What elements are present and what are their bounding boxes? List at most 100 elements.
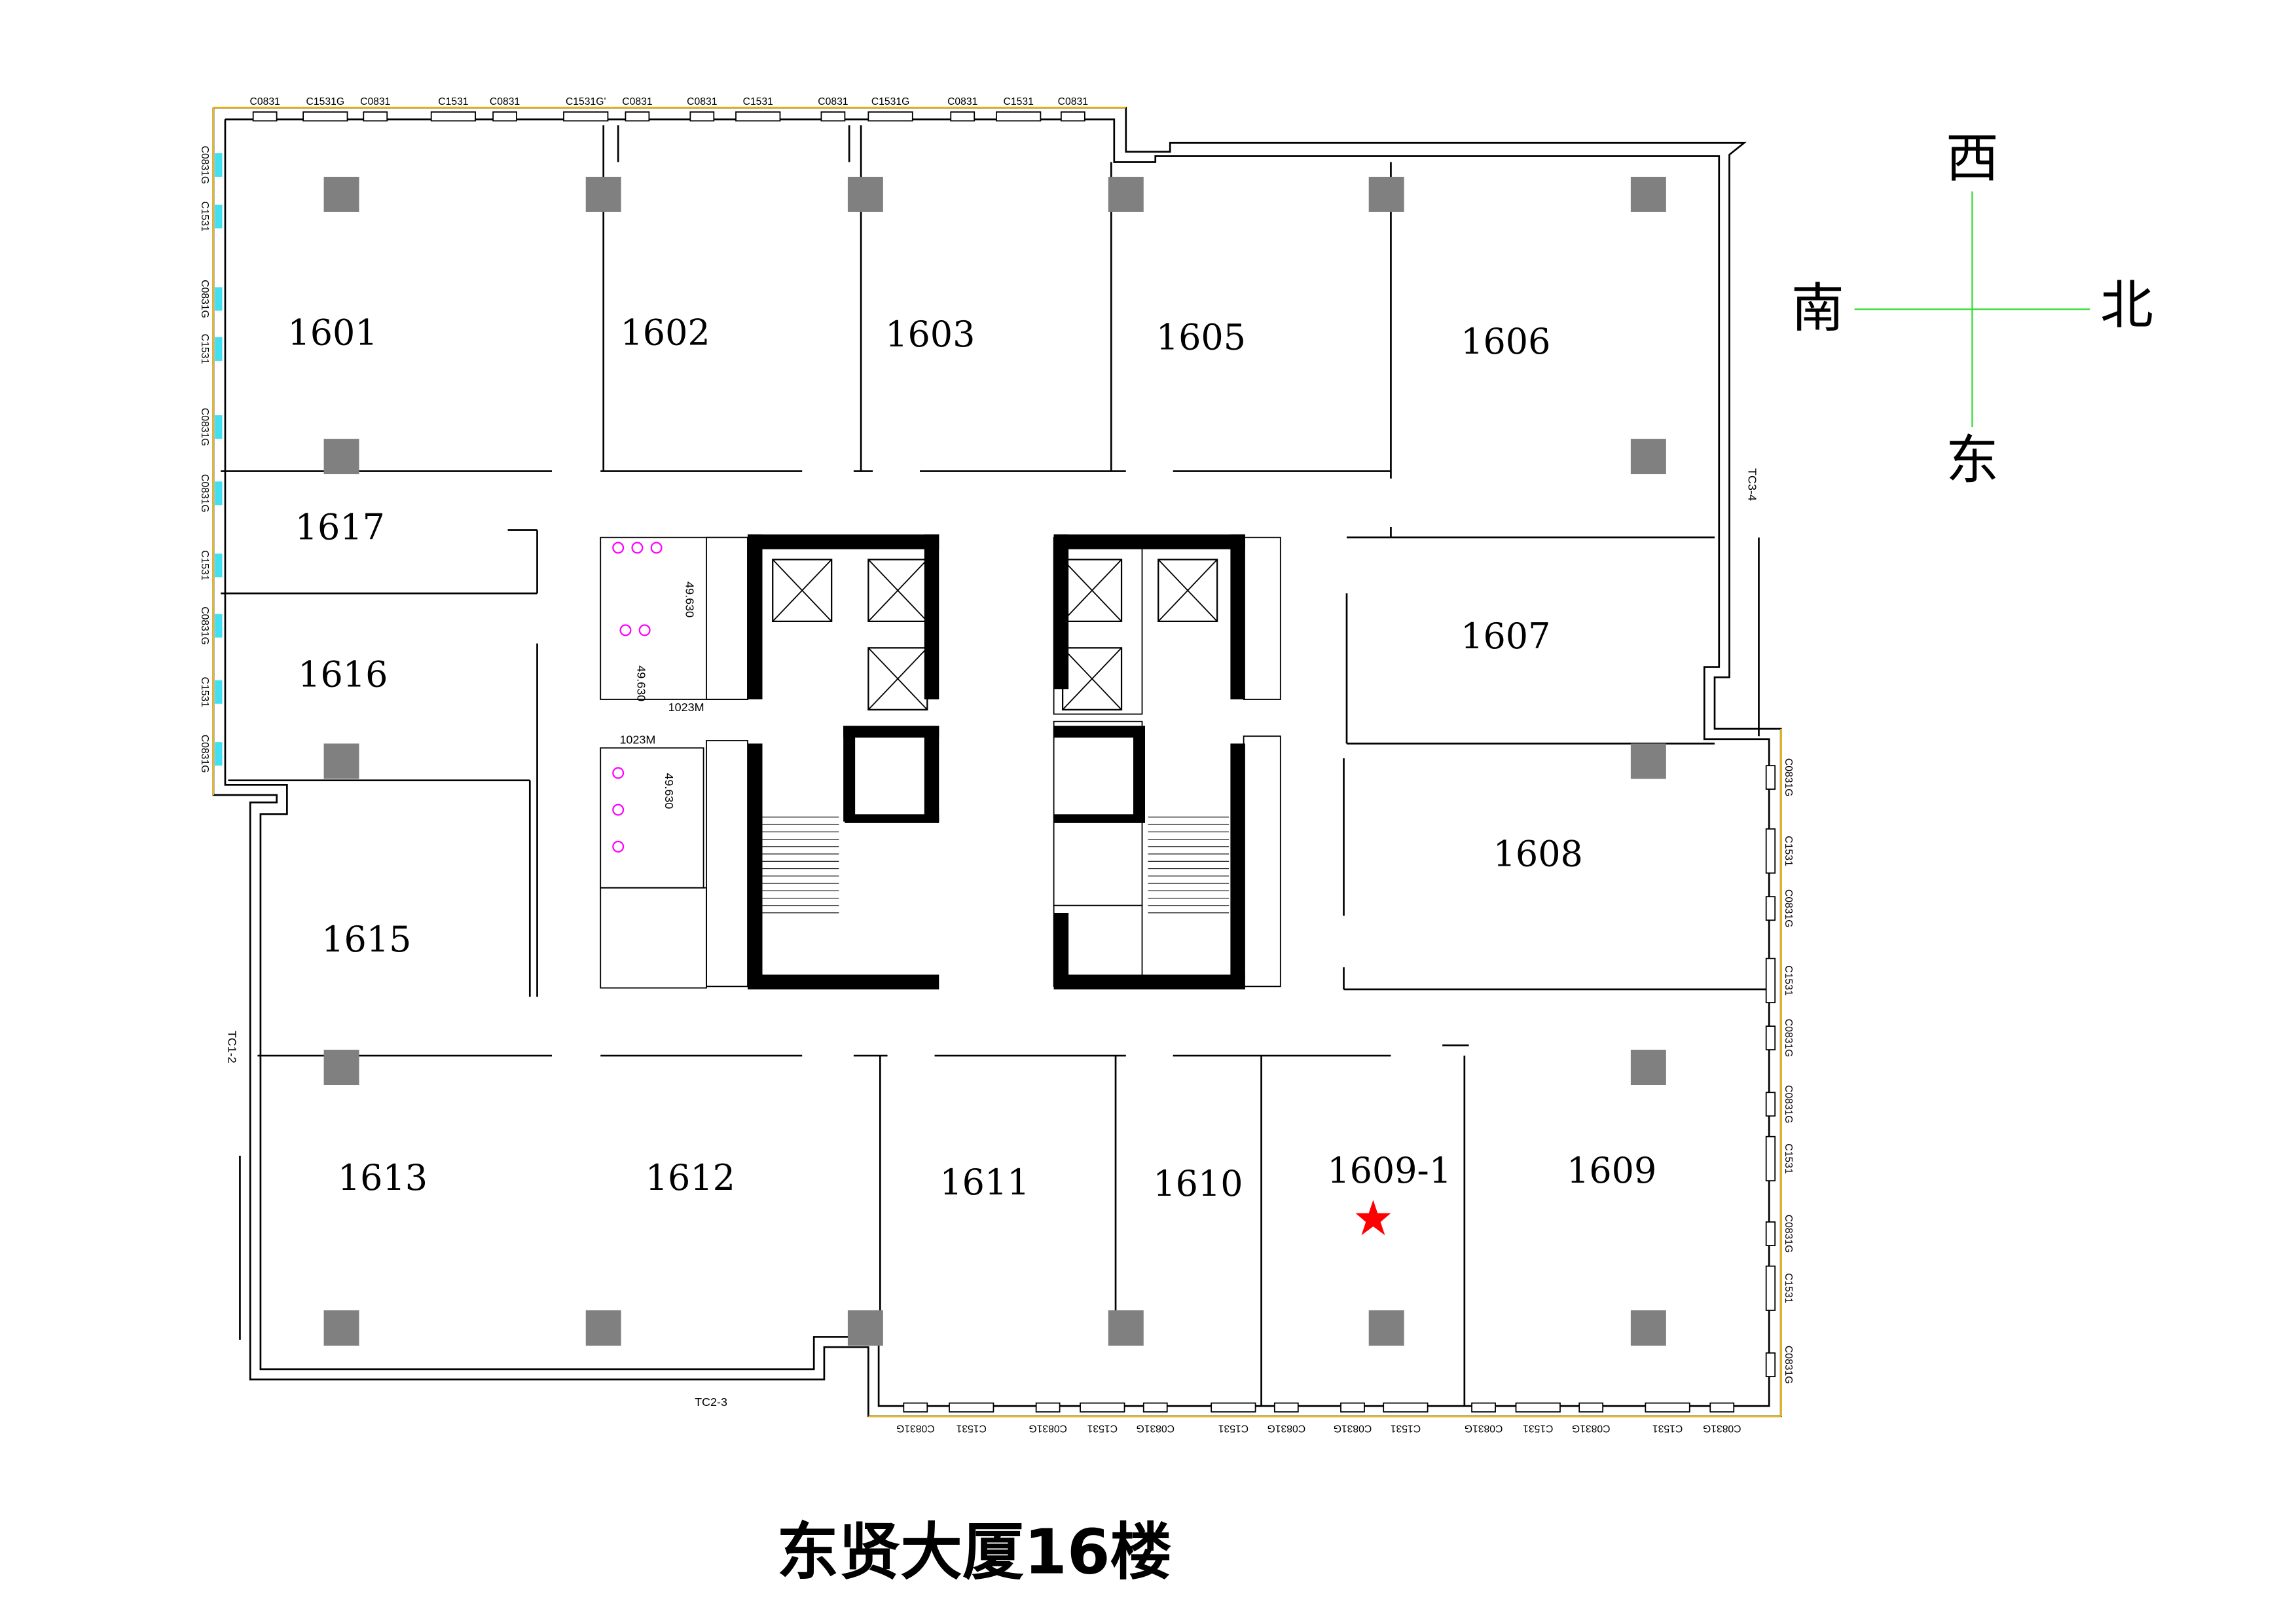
pillar bbox=[323, 1310, 359, 1346]
window-label: C0831 bbox=[687, 96, 717, 107]
window-label: C1531 bbox=[743, 96, 773, 107]
window-label: C1531G bbox=[871, 96, 910, 107]
window bbox=[1340, 1402, 1365, 1412]
room-label-1607: 1607 bbox=[1461, 616, 1550, 657]
core-wall bbox=[1053, 974, 1245, 989]
pillar bbox=[323, 743, 359, 779]
window bbox=[563, 111, 609, 122]
walls bbox=[212, 106, 1782, 1418]
window bbox=[1765, 1265, 1776, 1311]
window-label: C1531 bbox=[1004, 96, 1034, 107]
pillars bbox=[323, 176, 1666, 1346]
window bbox=[1765, 1025, 1776, 1050]
core-wall bbox=[1230, 743, 1245, 980]
elevator-icon bbox=[772, 559, 833, 622]
core-wall bbox=[748, 743, 763, 980]
window bbox=[363, 111, 388, 122]
elevator-icon bbox=[867, 647, 928, 710]
pillar bbox=[585, 1310, 621, 1346]
window bbox=[1142, 1402, 1168, 1412]
window-label: C1531 bbox=[199, 550, 210, 580]
window-label: C1531 bbox=[199, 677, 210, 707]
window-label: C0831 bbox=[249, 96, 280, 107]
window bbox=[1765, 828, 1776, 874]
window bbox=[215, 742, 223, 766]
window bbox=[1765, 1352, 1776, 1378]
core-wall bbox=[1053, 726, 1146, 738]
room-label-1615: 1615 bbox=[321, 919, 411, 960]
staircase-icon bbox=[1148, 817, 1230, 913]
room-label-1603: 1603 bbox=[885, 314, 975, 355]
window bbox=[430, 111, 477, 122]
pillar bbox=[323, 439, 359, 475]
compass: 西 北 南 东 bbox=[1791, 128, 2153, 491]
window bbox=[215, 415, 223, 439]
pillar bbox=[1630, 439, 1666, 475]
exterior-wall bbox=[224, 118, 1770, 1407]
toilet-fixture-icon bbox=[638, 624, 651, 637]
window bbox=[215, 553, 223, 578]
window bbox=[252, 111, 278, 122]
pillar bbox=[1368, 176, 1404, 212]
window-label: C1531 bbox=[1783, 965, 1794, 995]
window bbox=[1709, 1402, 1735, 1412]
pillar bbox=[585, 176, 621, 212]
window bbox=[215, 680, 223, 704]
window-label: C0831 bbox=[818, 96, 848, 107]
window-label: C0831G bbox=[1783, 1215, 1794, 1253]
window-label: C0831G bbox=[199, 146, 210, 185]
window-label: C1531 bbox=[1783, 1273, 1794, 1303]
toilet-fixture-icon bbox=[612, 803, 625, 816]
window bbox=[1080, 1402, 1125, 1412]
window bbox=[1035, 1402, 1061, 1412]
pillar bbox=[1630, 743, 1666, 779]
core-room bbox=[600, 887, 707, 989]
staircase-icon bbox=[757, 817, 839, 913]
window bbox=[215, 204, 223, 229]
core-room bbox=[706, 536, 748, 700]
window-label: C1531 bbox=[1783, 1143, 1794, 1173]
window-label: C0831G bbox=[896, 1422, 935, 1433]
window bbox=[215, 337, 223, 361]
room-label-1612: 1612 bbox=[646, 1157, 735, 1198]
window-label: C0831 bbox=[490, 96, 520, 107]
room-label-1613: 1613 bbox=[338, 1157, 428, 1198]
core-wall bbox=[1053, 534, 1245, 549]
window-label: C1531 bbox=[1652, 1422, 1683, 1433]
window bbox=[1515, 1402, 1561, 1412]
window-label: C0831G bbox=[1572, 1422, 1611, 1433]
star-marker-icon bbox=[1355, 1200, 1391, 1236]
toilet-fixture-icon bbox=[631, 542, 644, 554]
compass-south: 南 bbox=[1791, 278, 1844, 340]
window bbox=[1765, 1092, 1776, 1117]
window-label: C1531G bbox=[306, 96, 345, 107]
core-wall bbox=[1053, 912, 1069, 987]
room-label-1609: 1609 bbox=[1567, 1150, 1656, 1191]
door-label: 1023M bbox=[668, 701, 704, 714]
window-label: C1531 bbox=[199, 201, 210, 231]
window-label: C0831G bbox=[199, 408, 210, 447]
window bbox=[625, 111, 650, 122]
core-label: 49.630 bbox=[634, 665, 647, 701]
pillar bbox=[1108, 1310, 1144, 1346]
pillar bbox=[323, 1050, 359, 1086]
window bbox=[1765, 896, 1776, 921]
room-label-1601: 1601 bbox=[287, 312, 377, 354]
room-label-1611: 1611 bbox=[939, 1162, 1029, 1203]
window-label: C0831 bbox=[622, 96, 652, 107]
window-label: C0831G bbox=[1029, 1422, 1067, 1433]
window-label: C0831G bbox=[199, 606, 210, 645]
window-label: C0831 bbox=[360, 96, 390, 107]
window-label: C1531 bbox=[1783, 836, 1794, 866]
window bbox=[903, 1402, 928, 1412]
core-label: 49.630 bbox=[663, 773, 676, 809]
window-label: C1531 bbox=[1391, 1422, 1421, 1433]
page-title: 东贤大厦16楼 bbox=[777, 1516, 1172, 1588]
room-label-1606: 1606 bbox=[1461, 321, 1550, 362]
window bbox=[215, 481, 223, 506]
room-label-1616: 1616 bbox=[298, 654, 388, 695]
compass-east: 东 bbox=[1946, 430, 1999, 491]
curtain-wall-south: TC2-3 bbox=[695, 1395, 727, 1409]
window-label: C0831 bbox=[947, 96, 977, 107]
